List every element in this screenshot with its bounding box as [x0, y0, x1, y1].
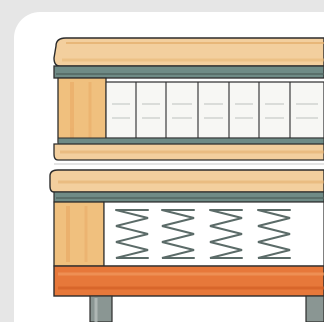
bed-legs: [90, 296, 324, 322]
illustration-card: [14, 12, 324, 322]
mattress-topper: [54, 38, 324, 66]
mattress-illustration: [14, 12, 324, 322]
mattress-top: [54, 66, 324, 160]
box-spring: [50, 170, 324, 296]
